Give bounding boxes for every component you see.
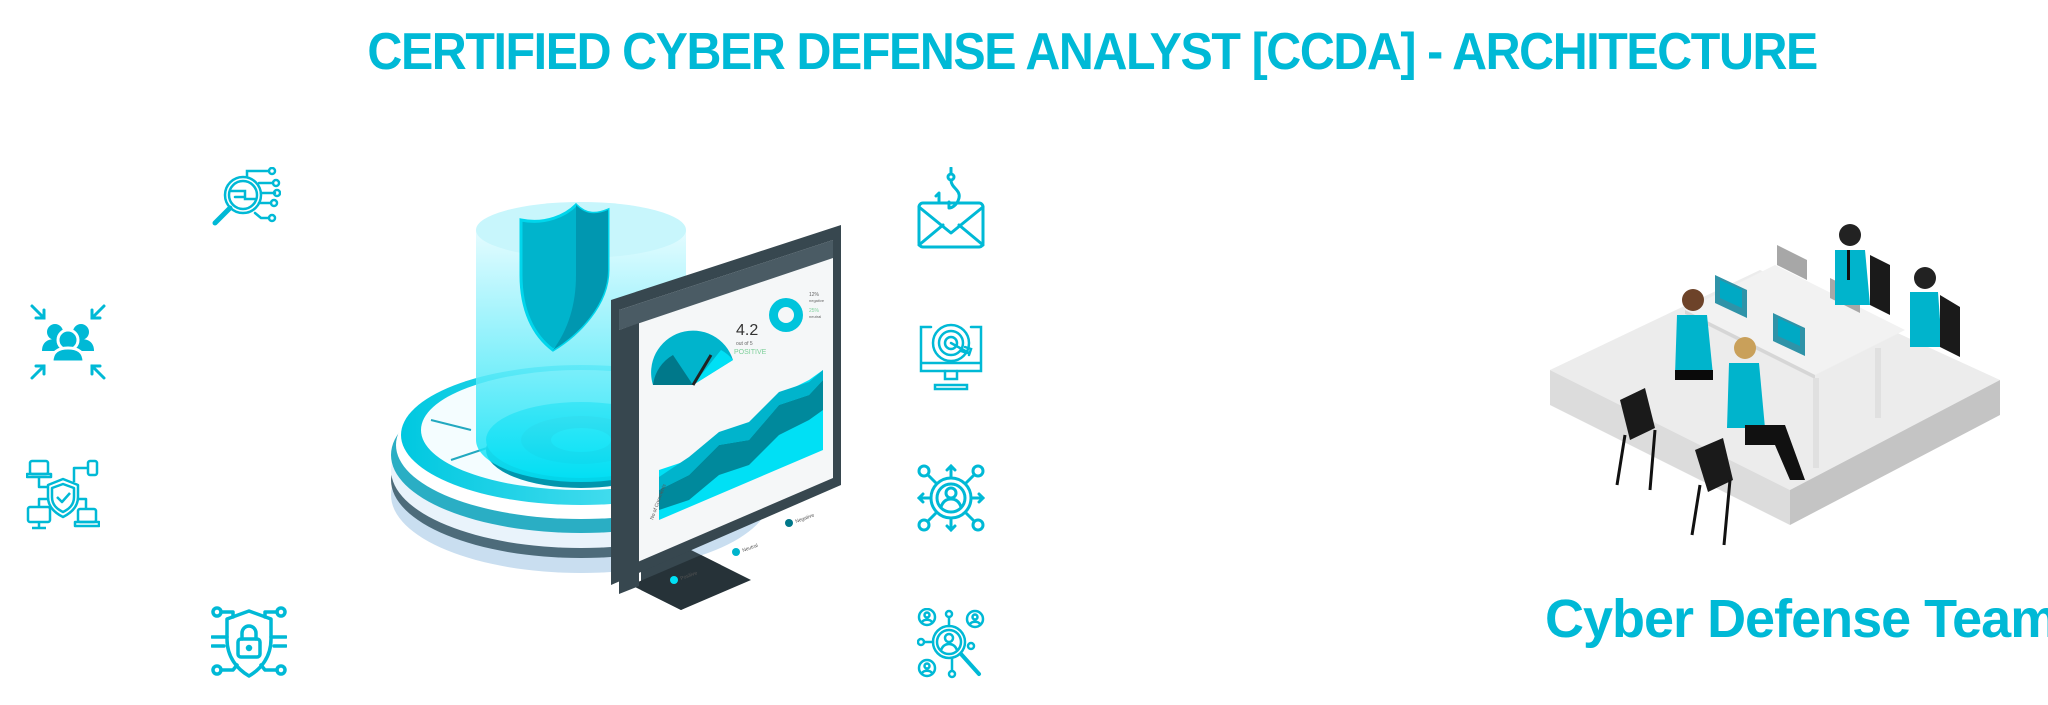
negative-label: negative (809, 298, 825, 303)
neutral-percent: 25% (809, 308, 820, 314)
monitor-target-icon (917, 323, 985, 393)
phishing-envelope-icon (917, 167, 985, 249)
user-search-network-icon (917, 608, 985, 680)
legend-neutral: Neutral (742, 543, 759, 554)
rating-subtext: out of 5 (736, 341, 753, 347)
rating-value: 4.2 (736, 322, 758, 339)
cyber-defense-team-illustration (1545, 220, 2000, 580)
sentiment-label: POSITIVE (734, 349, 767, 356)
negative-percent: 12% (809, 292, 820, 298)
legend-negative: Negative (795, 512, 816, 524)
team-gather-arrows-icon (29, 303, 107, 381)
team-label: Cyber Defense Team (1545, 589, 2048, 649)
user-network-icon (917, 463, 985, 533)
shield-lock-circuit-icon (211, 606, 287, 682)
page-title: CERTIFIED CYBER DEFENSE ANALYST [CCDA] -… (367, 23, 1818, 81)
magnifier-circuit-icon (209, 167, 281, 233)
legend-positive: Positive (680, 570, 699, 582)
network-shield-check-icon (26, 459, 100, 535)
neutral-label: neutral (809, 314, 821, 319)
cyber-security-dashboard-illustration: 4.2 out of 5 POSITIVE 12% negative 25% n… (391, 190, 841, 635)
